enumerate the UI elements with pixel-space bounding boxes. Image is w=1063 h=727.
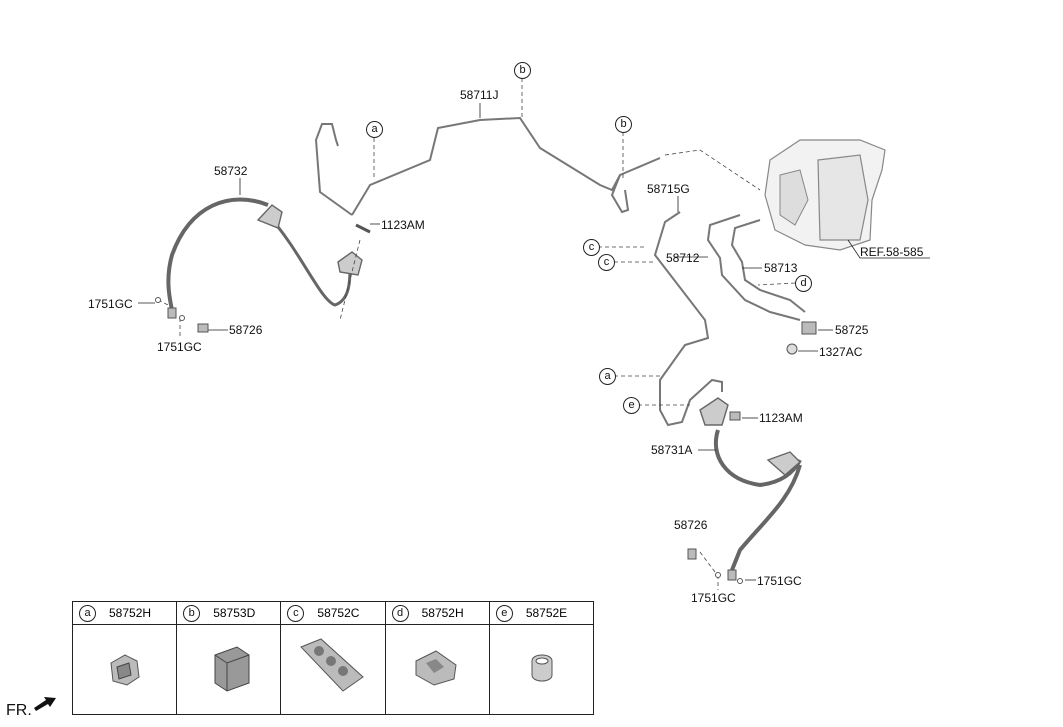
label-58713: 58713	[764, 261, 798, 275]
callout-e: e	[623, 397, 640, 414]
clip-58752C-c-icon	[300, 638, 365, 692]
legend-cell-d: d 58752H	[385, 602, 490, 714]
flex-hose-58731A-lower	[730, 464, 802, 571]
legend-cell-a: a 58752H	[73, 602, 178, 714]
clip-58752H-d-icon	[415, 650, 457, 686]
bracket-left	[256, 204, 283, 229]
bracket-right	[699, 397, 729, 426]
bracket-mid	[337, 251, 363, 276]
clip-58753D-b-icon	[214, 646, 250, 692]
legend-cell-c: c 58752C	[281, 602, 386, 714]
legend-letter-e: e	[495, 605, 513, 622]
label-58715G: 58715G	[647, 182, 690, 196]
label-1751GC-left-bottom: 1751GC	[157, 340, 202, 354]
flex-hose-58732	[166, 197, 269, 311]
legend-code-e: 58752E	[525, 606, 568, 620]
callout-a-low: a	[599, 368, 616, 385]
label-1751GC-left-top: 1751GC	[88, 297, 133, 311]
clip-58752H-a-icon	[110, 654, 140, 686]
clip-58752E-e-icon	[531, 654, 553, 682]
front-direction-label: FR.	[6, 702, 32, 719]
bracket-right-lower	[766, 451, 802, 476]
label-1123AM-top: 1123AM	[381, 218, 425, 232]
legend-letter-c: c	[287, 605, 305, 622]
label-58711J: 58711J	[460, 88, 499, 102]
legend-code-c: 58752C	[317, 606, 360, 620]
label-58725: 58725	[835, 323, 869, 337]
label-58731A: 58731A	[651, 443, 693, 457]
callout-c-1: c	[583, 239, 600, 256]
legend-letter-d: d	[391, 605, 409, 622]
front-arrow-icon	[34, 697, 56, 711]
brake-tube-58711J-inner	[610, 174, 630, 214]
label-58726-left: 58726	[229, 323, 263, 337]
label-58732: 58732	[214, 164, 248, 178]
callout-b-top: b	[514, 62, 531, 79]
brake-tube-58715G	[653, 211, 723, 427]
legend-code-d: 58752H	[421, 606, 464, 620]
flex-hose-58732-lower	[266, 213, 352, 307]
label-58712: 58712	[666, 251, 700, 265]
callout-c-2: c	[598, 254, 615, 271]
legend-code-b: 58753D	[213, 606, 256, 620]
legend-cell-b: b 58753D	[177, 602, 282, 714]
callout-d: d	[795, 275, 812, 292]
legend-cell-e: e 58752E	[489, 602, 594, 714]
legend-code-a: 58752H	[109, 606, 152, 620]
brake-tube-58712	[706, 214, 801, 321]
bolt-1123AM-top	[355, 223, 371, 234]
flex-hose-58731A	[713, 429, 802, 488]
callout-b-mid: b	[615, 116, 632, 133]
clip-legend-table: a 58752H b 58753D c 58752C d 58752H e 58752E	[72, 601, 594, 715]
legend-letter-a: a	[79, 605, 96, 622]
label-ref-58-585: REF.58-585	[860, 245, 924, 259]
label-1751GC-right-top: 1751GC	[757, 574, 802, 588]
label-1327AC: 1327AC	[819, 345, 863, 359]
label-1123AM-bottom: 1123AM	[759, 411, 803, 425]
brake-tube-58711J	[314, 116, 661, 216]
label-1751GC-right-bottom: 1751GC	[691, 591, 736, 605]
abs-module	[764, 139, 886, 251]
callout-a-top: a	[366, 121, 383, 138]
legend-letter-b: b	[183, 605, 201, 622]
brake-tube-58713	[730, 219, 806, 313]
label-58726-right: 58726	[674, 518, 708, 532]
